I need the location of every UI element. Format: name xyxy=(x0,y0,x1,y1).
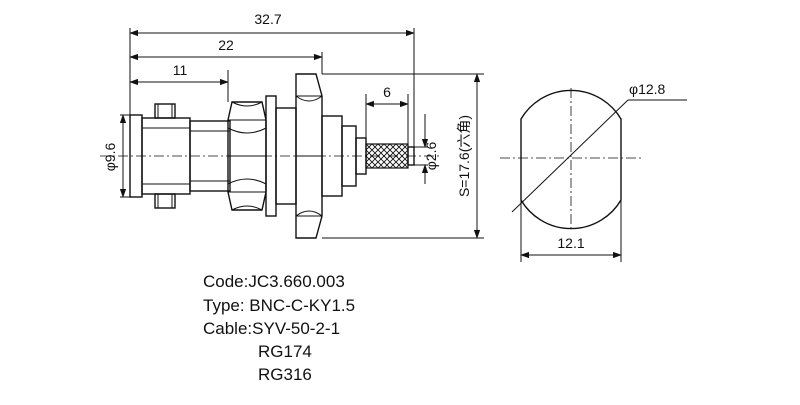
hex-nut-assembly xyxy=(227,73,323,239)
crimp-ferrule xyxy=(365,143,415,169)
dim-line-panel-diameter xyxy=(511,99,629,213)
dim-bnc-diameter: φ9.6 xyxy=(102,143,118,172)
dim-body-length: 11 xyxy=(173,62,188,78)
dimension-lines xyxy=(119,28,484,239)
end-view: φ12.8 12.1 xyxy=(500,81,687,262)
bayonet-stud-top xyxy=(154,103,176,119)
dim-cable-diameter: φ2.6 xyxy=(423,142,439,171)
dim-hex-size: S=17.6(六角) xyxy=(456,115,472,197)
dim-flange-length: 22 xyxy=(218,37,234,53)
dim-panel-diameter: φ12.8 xyxy=(629,81,666,97)
spec-type: Type: BNC-C-KY1.5 xyxy=(203,296,355,315)
bayonet-stud-bottom xyxy=(154,193,176,209)
dim-overall-length: 32.7 xyxy=(254,11,281,27)
dim-pin-length: 6 xyxy=(383,84,391,100)
spec-cable: Cable:SYV-50-2-1 xyxy=(203,319,340,338)
dim-flat-width: 12.1 xyxy=(557,235,584,251)
side-view: 32.7 22 11 6 φ9.6 φ2.6 S=17.6(六角) xyxy=(100,11,484,239)
spec-block: Code:JC3.660.003 Type: BNC-C-KY1.5 Cable… xyxy=(203,272,355,384)
spec-code: Code:JC3.660.003 xyxy=(203,272,345,291)
spec-alt-cable-1: RG174 xyxy=(258,342,312,361)
spec-alt-cable-2: RG316 xyxy=(258,365,312,384)
